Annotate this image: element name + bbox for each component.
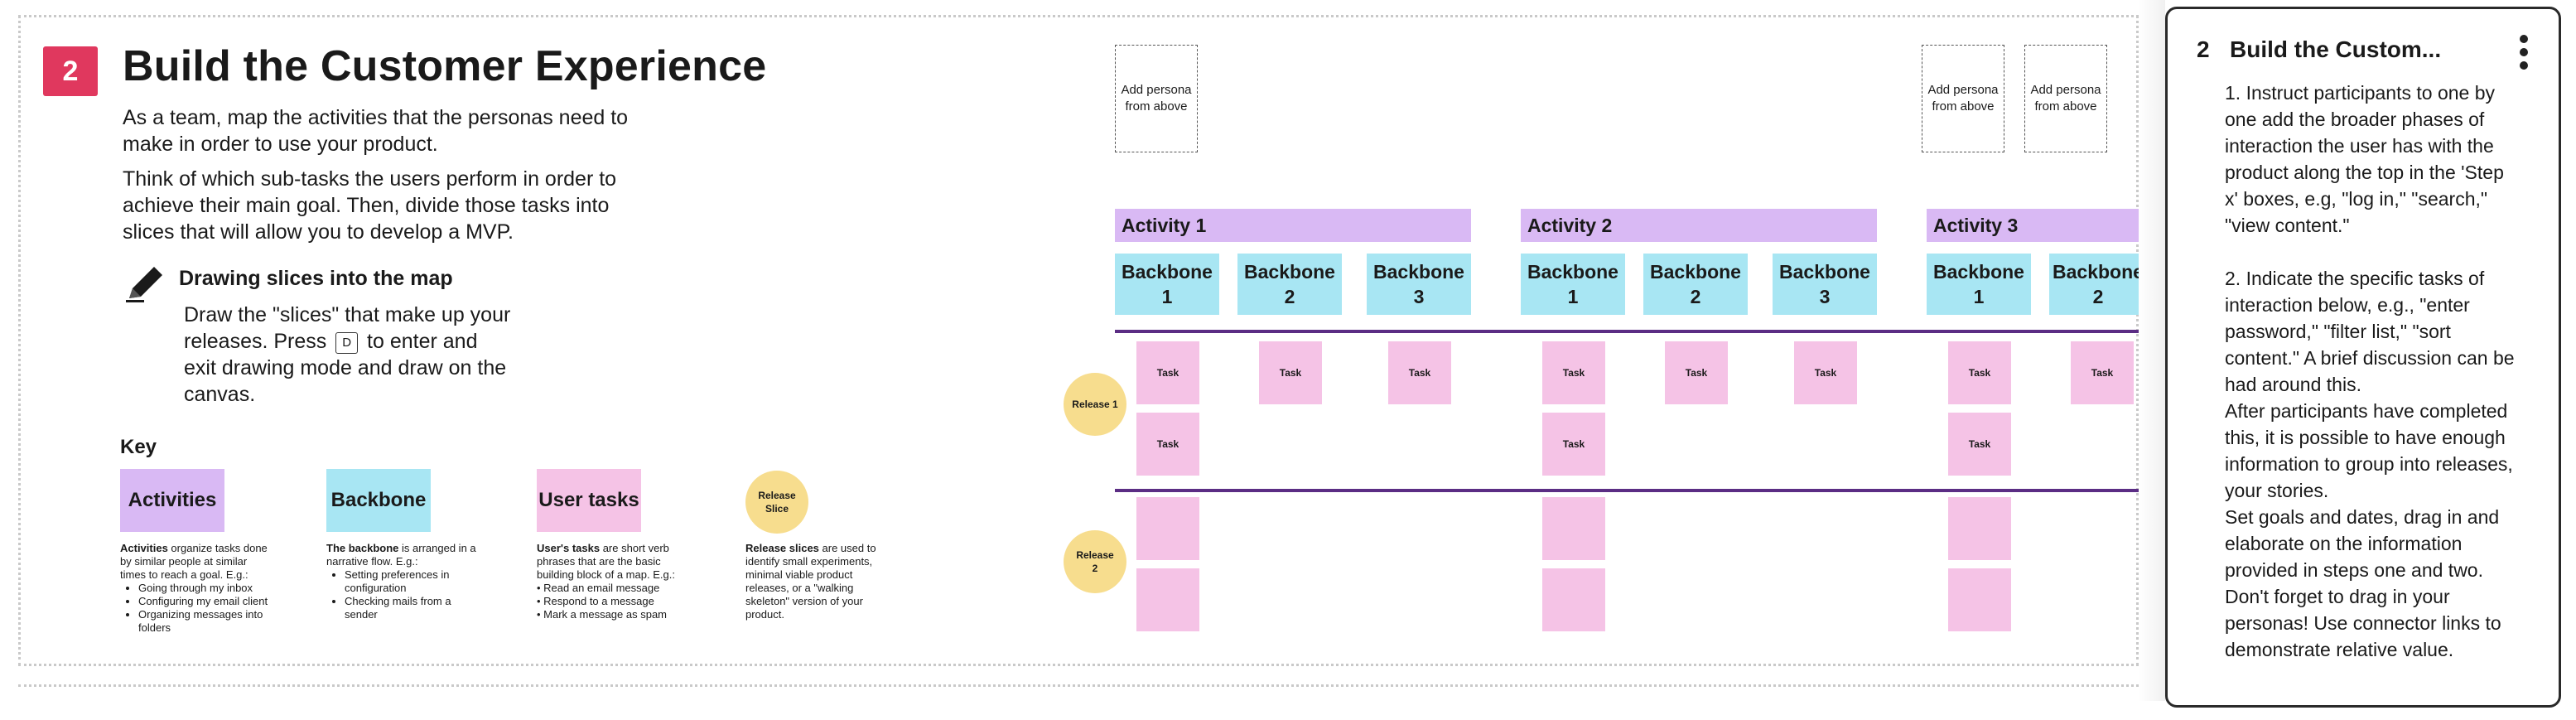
activity-2[interactable]: Activity 2 — [1521, 209, 1877, 242]
list-item: • Mark a message as spam — [537, 608, 667, 621]
task-card[interactable]: Task — [1259, 341, 1322, 404]
backbone-a1-1[interactable]: Backbone 1 — [1115, 254, 1219, 315]
release-1-label: Release 1 — [1072, 399, 1118, 410]
desc-bold: The backbone — [326, 542, 399, 554]
desc-text: is arranged in a narrative flow. E.g.: — [326, 542, 476, 568]
page-title: Build the Customer Experience — [123, 42, 767, 90]
desc-text: are short verb phrases that are the basi… — [537, 542, 675, 581]
intro-paragraph-1: As a team, map the activities that the p… — [123, 106, 629, 156]
list-item: Configuring my email client — [138, 595, 273, 608]
desc-bold: Release slices — [745, 542, 819, 554]
drawing-instructions: Draw the "slices" that make up your rele… — [184, 302, 515, 408]
backbone-a2-1[interactable]: Backbone 1 — [1521, 254, 1625, 315]
task-card-empty[interactable] — [1948, 568, 2011, 631]
panel-step-number: 2 — [2197, 36, 2210, 62]
list-item: Organizing messages into folders — [138, 608, 273, 635]
task-card[interactable]: Task — [1542, 413, 1605, 476]
persona-placeholder-3[interactable]: Add persona from above — [2024, 45, 2107, 152]
legend-release-slice: Release Slice — [745, 471, 808, 534]
task-card[interactable]: Task — [1136, 413, 1199, 476]
panel-shadow — [2139, 0, 2165, 701]
task-card[interactable]: Task — [1542, 341, 1605, 404]
panel-title: Build the Custom... — [2230, 36, 2442, 62]
release-2-badge: Release 2 — [1064, 530, 1126, 593]
task-card[interactable]: Task — [1794, 341, 1857, 404]
instructions-panel — [2165, 7, 2561, 708]
list-item: Going through my inbox — [138, 582, 273, 595]
release-1-slice-line[interactable] — [1115, 330, 2139, 333]
desc-text: organize tasks done by similar people at… — [120, 542, 268, 581]
legend-backbone-desc: The backbone is arranged in a narrative … — [326, 542, 480, 621]
panel-body-text: 1. Instruct participants to one by one a… — [2225, 82, 2515, 660]
release-2-label: Release 2 — [1076, 549, 1114, 574]
intro-paragraph-2: Think of which sub-tasks the users perfo… — [123, 167, 617, 244]
task-card[interactable]: Task — [1388, 341, 1451, 404]
drawing-text-after: to enter and exit drawing mode and draw … — [184, 330, 507, 406]
persona-placeholder-2[interactable]: Add persona from above — [1922, 45, 2004, 152]
activity-1[interactable]: Activity 1 — [1115, 209, 1471, 242]
backbone-a3-2[interactable]: Backbone 2 — [2049, 254, 2139, 315]
backbone-a1-2[interactable]: Backbone 2 — [1237, 254, 1342, 315]
keyboard-key-d: D — [335, 332, 359, 354]
task-card[interactable]: Task — [1665, 341, 1728, 404]
more-options-icon[interactable] — [2518, 35, 2530, 70]
persona-placeholder-1[interactable]: Add persona from above — [1115, 45, 1198, 152]
task-card[interactable]: Task — [1948, 413, 2011, 476]
desc-bold: Activities — [120, 542, 168, 554]
frame-border-next — [18, 684, 2139, 720]
task-card-empty[interactable] — [1948, 497, 2011, 560]
legend-activities-desc: Activities organize tasks done by simila… — [120, 542, 273, 635]
legend-user-tasks: User tasks — [537, 469, 641, 532]
legend-backbone: Backbone — [326, 469, 431, 532]
task-card-empty[interactable] — [1542, 568, 1605, 631]
backbone-a1-3[interactable]: Backbone 3 — [1367, 254, 1471, 315]
list-item: • Read an email message — [537, 582, 660, 594]
legend-activities: Activities — [120, 469, 224, 532]
activity-3[interactable]: Activity 3 — [1927, 209, 2139, 242]
drawing-heading: Drawing slices into the map — [179, 267, 453, 290]
legend-release-slice-label: Release Slice — [758, 490, 796, 515]
task-card[interactable]: Task — [1948, 341, 2011, 404]
key-title: Key — [120, 436, 157, 458]
backbone-a2-3[interactable]: Backbone 3 — [1773, 254, 1877, 315]
list-item: • Respond to a message — [537, 595, 654, 607]
desc-text: are used to identify small experiments, … — [745, 542, 876, 621]
task-card[interactable]: Task — [1136, 341, 1199, 404]
task-card-empty[interactable] — [1542, 497, 1605, 560]
desc-bold: User's tasks — [537, 542, 601, 554]
release-2-slice-line[interactable] — [1115, 489, 2139, 492]
backbone-a2-2[interactable]: Backbone 2 — [1643, 254, 1748, 315]
backbone-a3-1[interactable]: Backbone 1 — [1927, 254, 2031, 315]
task-card-empty[interactable] — [1136, 568, 1199, 631]
list-item: Checking mails from a sender — [345, 595, 480, 621]
list-item: Setting preferences in configuration — [345, 568, 480, 595]
step-number-badge: 2 — [43, 46, 98, 96]
pencil-icon — [126, 267, 162, 302]
drawing-text-before: Draw the "slices" that make up your rele… — [184, 303, 511, 353]
legend-user-tasks-desc: User's tasks are short verb phrases that… — [537, 542, 690, 621]
task-card[interactable]: Task — [2071, 341, 2134, 404]
task-card-empty[interactable] — [1136, 497, 1199, 560]
frame-border — [18, 15, 2139, 666]
legend-release-desc: Release slices are used to identify smal… — [745, 542, 899, 621]
release-1-badge: Release 1 — [1064, 373, 1126, 436]
